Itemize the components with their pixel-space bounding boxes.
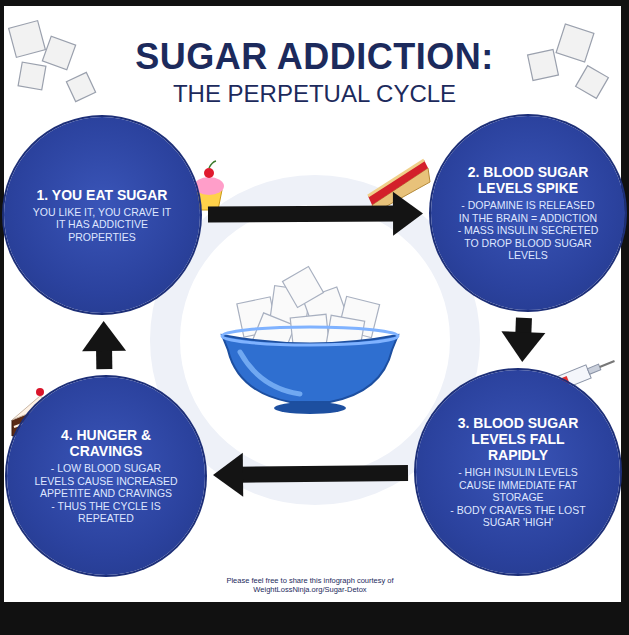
cycle-arrow [82,321,126,369]
step-body: - HIGH INSULIN LEVELS CAUSE IMMEDIATE FA… [443,466,594,504]
circle-text: 1. YOU EAT SUGAR YOU LIKE IT, YOU CRAVE I… [30,187,175,244]
step-body: YOU LIKE IT, YOU CRAVE IT IT HAS ADDICTI… [30,206,175,244]
cycle-circle: 3. BLOOD SUGAR LEVELS FALL RAPIDLY- HIGH… [416,370,620,574]
cycle-arrow [208,192,423,236]
circle-text: 3. BLOOD SUGAR LEVELS FALL RAPIDLY- HIGH… [443,415,594,529]
circle-text: 2. BLOOD SUGAR LEVELS SPIKE - DOPAMINE IS… [456,164,600,262]
step-body: - DOPAMINE IS RELEASED IN THE BRAIN = AD… [456,199,600,224]
circle-text: 4. HUNGER & CRAVINGS- LOW BLOOD SUGAR LE… [33,427,180,525]
arrow-shaft [208,206,397,223]
step-heading: 1. YOU EAT SUGAR [30,187,175,203]
step-body: - BODY CRAVES THE LOST SUGAR 'HIGH' [443,504,594,529]
title: SUGAR ADDICTION: [0,36,629,78]
sugar-bowl [222,267,398,414]
cycle-circle: 2. BLOOD SUGAR LEVELS SPIKE - DOPAMINE IS… [431,116,625,310]
step-heading: 2. BLOOD SUGAR LEVELS SPIKE [456,164,600,196]
step-heading: 4. HUNGER & CRAVINGS [33,427,180,459]
cycle-circle: 4. HUNGER & CRAVINGS- LOW BLOOD SUGAR LE… [7,377,205,575]
cycle-circle: 1. YOU EAT SUGAR YOU LIKE IT, YOU CRAVE I… [4,117,200,313]
arrow-head [393,192,423,236]
cycle-arrow [501,318,545,362]
arrow-head [501,331,545,362]
step-body: - MASS INSULIN SECRETED TO DROP BLOOD SU… [456,224,600,262]
arrow-shaft [239,473,408,475]
arrow-head [82,321,126,351]
subtitle: THE PERPETUAL CYCLE [0,80,629,108]
arrow-head [213,453,243,497]
step-heading: 3. BLOOD SUGAR LEVELS FALL RAPIDLY [443,415,594,463]
footer-note: Please feel free to share this infograph… [180,576,440,594]
step-body: - LOW BLOOD SUGAR LEVELS CAUSE INCREASED… [33,462,180,500]
cycle-arrow [213,453,408,497]
step-body: - THUS THE CYCLE IS REPEATED [33,500,180,525]
